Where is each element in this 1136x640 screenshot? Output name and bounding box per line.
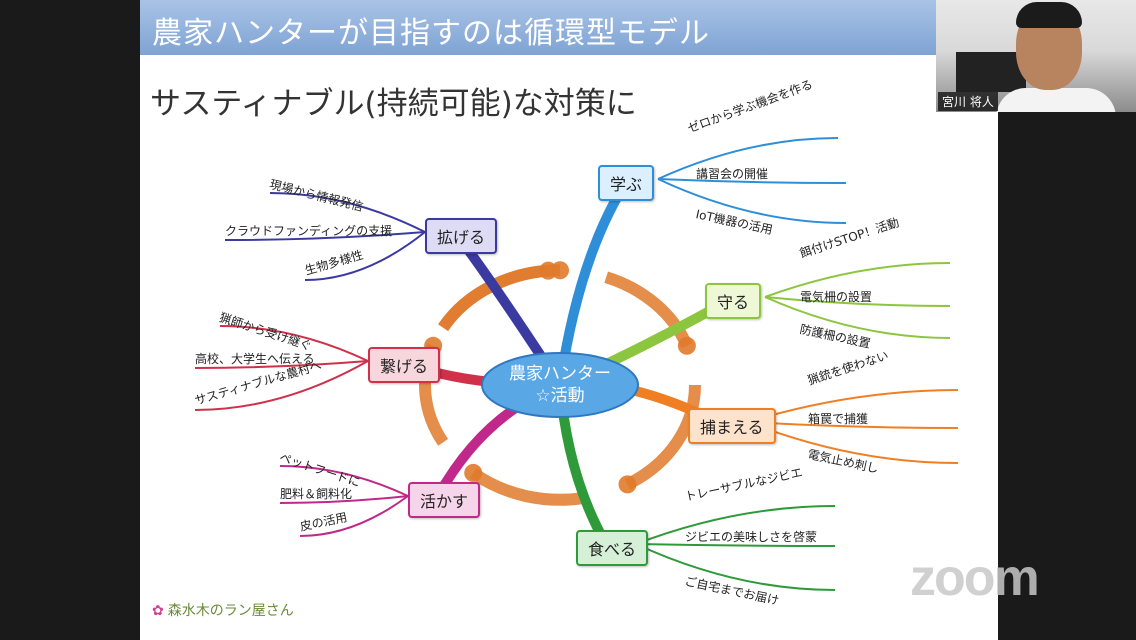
branch-node: 守る	[705, 283, 762, 319]
leaf-line	[304, 231, 426, 281]
flower-icon: ✿	[152, 603, 164, 619]
leaf-line	[657, 178, 847, 184]
leaf-line	[764, 262, 951, 298]
zoom-watermark: zoom	[910, 549, 1040, 607]
leaf-line	[194, 360, 369, 369]
leaf-label: クラウドファンディングの支援	[225, 224, 393, 238]
logo: ✿森水木のラン屋さん	[152, 600, 294, 620]
leaf-line	[764, 296, 951, 339]
leaf-label: 箱罠で捕獲	[808, 412, 869, 426]
branch-node: 学ぶ	[598, 165, 655, 201]
leaf-line	[657, 137, 839, 180]
leaf-line	[279, 465, 409, 497]
branch-node: 拡げる	[425, 218, 498, 254]
center-node-label: ☆活動	[535, 386, 584, 406]
cycle-arrow	[624, 384, 701, 490]
participant-name: 宮川 将人	[938, 92, 998, 111]
leaf-line	[764, 296, 951, 307]
leaf-line	[635, 543, 836, 547]
leaf-line	[219, 325, 369, 362]
cycle-arrow-head	[464, 463, 483, 482]
logo-text: 森水木のラン屋さん	[167, 603, 294, 619]
cycle-arrow-head	[618, 475, 637, 494]
cycle-arrow	[604, 271, 693, 349]
presentation-slide: 農家ハンターが目指すのは循環型モデル サスティナブル(持続可能)な対策に 農家ハ…	[140, 0, 998, 640]
leaf-line	[269, 192, 426, 233]
branch-node: 捕まえる	[688, 408, 776, 444]
leaf-label: 講習会の開催	[696, 167, 769, 181]
center-node	[481, 352, 639, 418]
background-monitor	[956, 52, 1026, 92]
slide-subtitle: サスティナブル(持続可能)な対策に	[150, 86, 637, 122]
leaf-line	[224, 231, 426, 241]
cycle-arrow-head	[539, 261, 558, 280]
participant-hair	[1016, 2, 1082, 28]
leaf-line	[279, 495, 409, 504]
title-bar: 農家ハンターが目指すのは循環型モデル	[140, 0, 998, 55]
leaf-label: 電気柵の設置	[800, 290, 873, 304]
leaf-line	[299, 495, 409, 537]
mind-map: 農家ハンター☆活動	[194, 137, 959, 591]
participant-video-tile[interactable]: 宮川 将人	[936, 0, 1136, 112]
leaf-line	[635, 505, 836, 545]
center-node-label: 農家ハンター	[509, 364, 611, 384]
branch-node: 活かす	[408, 482, 481, 518]
leaf-label: 肥料＆飼料化	[280, 487, 353, 501]
slide-title: 農家ハンターが目指すのは循環型モデル	[152, 16, 710, 51]
leaf-line	[194, 360, 369, 411]
cycle-arrow	[469, 467, 585, 506]
leaf-label: 高校、大学生へ伝える	[195, 352, 315, 366]
cycle-arrow	[438, 264, 549, 332]
branch-node: 食べる	[576, 530, 649, 566]
cycle-arrow-head	[677, 336, 696, 355]
participant-body	[996, 88, 1116, 112]
leaf-line	[635, 543, 836, 591]
leaf-label: ジビエの美味しさを啓蒙	[685, 530, 818, 544]
leaf-line	[657, 178, 847, 224]
branch-node: 繋げる	[368, 347, 441, 383]
